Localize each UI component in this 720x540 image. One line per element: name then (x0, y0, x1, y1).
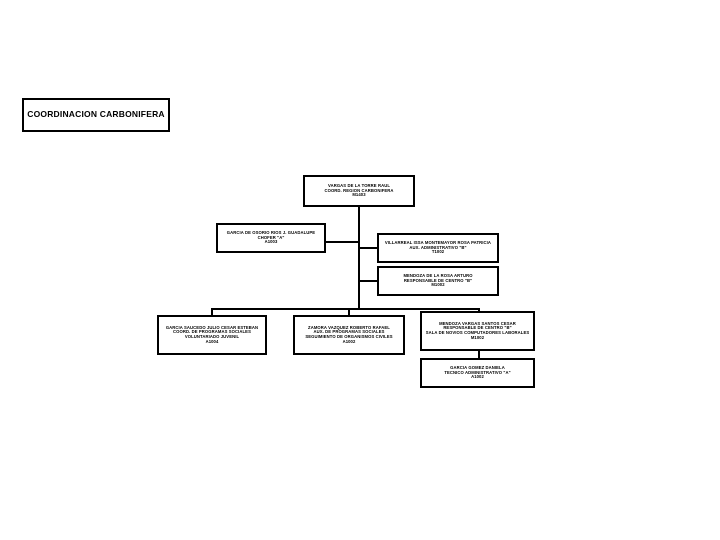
node-aux-administrativo-line-3: T1002 (431, 249, 445, 255)
node-chofer-line-2: CHOFER "A" (257, 234, 285, 240)
node-responsable-centro-2-line-4: M1002 (470, 334, 485, 340)
connector-to-responsable-centro (358, 280, 378, 282)
node-coord-programas-sociales-line-1: GARCIA SAUCEDO JULIO CESAR ESTEBAN (165, 324, 259, 330)
node-root-line-3: M1403 (352, 192, 366, 198)
node-tecnico-administrativo[interactable]: GARCIA GOMEZ DANIELA TECNICO ADMINISTRAT… (420, 358, 535, 388)
node-aux-programas-sociales-line-1: ZAMORA VAZQUEZ ROBERTO RAFAEL (308, 324, 390, 330)
node-coord-programas-sociales-line-3: VOLUNTARIADO JUVENIL (184, 334, 240, 339)
connector-to-aux-administrativo (358, 247, 378, 249)
node-aux-programas-sociales-line-4: A1002 (342, 338, 356, 344)
node-root[interactable]: VARGAS DE LA TORRE RAUL COORD. REGION CA… (303, 175, 415, 207)
connector-bottom-bus (211, 308, 479, 310)
connector-drop-coord-programas (211, 308, 213, 316)
page-title: COORDINACION CARBONIFERA (27, 109, 165, 120)
node-chofer-line-1: GARCIA DE OSORIO RIOS J. GUADALUPE (226, 229, 316, 235)
node-coord-programas-sociales[interactable]: GARCIA SAUCEDO JULIO CESAR ESTEBAN COORD… (157, 315, 267, 355)
node-responsable-centro-2-line-1: MENDOZA VARGAS SANTOS CESAR (439, 320, 516, 326)
node-responsable-centro-2[interactable]: MENDOZA VARGAS SANTOS CESAR RESPONSABLE … (420, 311, 535, 351)
node-aux-administrativo[interactable]: VILLARREAL ISSA MONTEMAYOR ROSA PATRICIA… (377, 233, 499, 263)
node-coord-programas-sociales-line-4: A1004 (205, 338, 219, 344)
node-responsable-centro-line-1: MENDOZA DE LA ROSA ARTURO (403, 272, 473, 278)
node-root-line-2: COORD. REGION CARBONIFERA (324, 187, 394, 193)
node-aux-administrativo-line-2: AUX. ADMINISTRATIVO "B" (409, 244, 467, 250)
connector-to-chofer (326, 241, 360, 243)
node-tecnico-administrativo-line-1: GARCIA GOMEZ DANIELA (450, 364, 505, 370)
node-aux-programas-sociales-line-3: SEGUIMIENTO DE ORGANISMOS CIVILES (305, 334, 393, 339)
connector-drop-aux-programas (348, 308, 350, 316)
node-coord-programas-sociales-line-2: COORD. DE PROGRAMAS SOCIALES (173, 329, 251, 335)
node-aux-programas-sociales-line-2: AUX. DE PROGRAMAS SOCIALES (313, 329, 385, 335)
node-chofer[interactable]: GARCIA DE OSORIO RIOS J. GUADALUPE CHOFE… (216, 223, 326, 253)
connector-to-tecnico-administrativo (478, 351, 480, 359)
connector-drop-responsable-centro-2 (478, 308, 480, 312)
page-title-box: COORDINACION CARBONIFERA (22, 98, 170, 132)
connector-trunk-vertical (358, 207, 360, 310)
node-responsable-centro-line-3: M1002 (431, 282, 445, 288)
node-root-line-1: VARGAS DE LA TORRE RAUL (327, 182, 390, 188)
node-chofer-line-3: A1003 (264, 239, 278, 245)
node-responsable-centro-2-line-2: RESPONSABLE DE CENTRO "B" (443, 325, 512, 331)
node-responsable-centro[interactable]: MENDOZA DE LA ROSA ARTURO RESPONSABLE DE… (377, 266, 499, 296)
node-responsable-centro-line-2: RESPONSABLE DE CENTRO "B" (403, 277, 473, 283)
node-tecnico-administrativo-line-2: TECNICO ADMINISTRATIVO "A" (444, 369, 511, 375)
node-tecnico-administrativo-line-3: A1002 (471, 374, 484, 380)
node-responsable-centro-2-line-3: SALA DE NOVIOS COMPUTADORES LABORALES (425, 330, 530, 335)
node-aux-programas-sociales[interactable]: ZAMORA VAZQUEZ ROBERTO RAFAEL AUX. DE PR… (293, 315, 405, 355)
node-aux-administrativo-line-1: VILLARREAL ISSA MONTEMAYOR ROSA PATRICIA (384, 239, 492, 245)
